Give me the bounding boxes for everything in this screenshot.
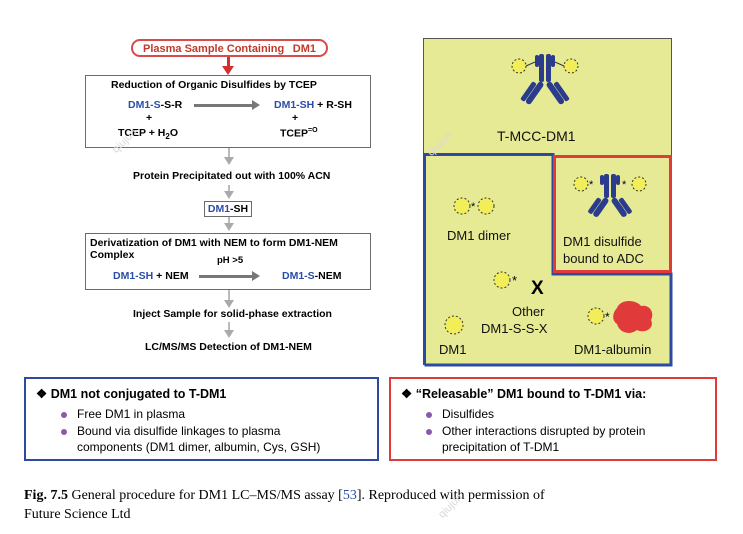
bullet-icon	[426, 411, 432, 418]
down-arrowhead-icon	[224, 300, 234, 308]
dm1-albumin-icon: *	[587, 301, 653, 333]
reaction-arrow-icon	[194, 104, 254, 107]
derivatization-title: Derivatization of DM1 with NEM to form D…	[90, 237, 338, 261]
reaction-arrow-icon	[199, 275, 254, 278]
ph-label: pH >5	[217, 255, 244, 266]
albumin-label: DM1-albumin	[574, 342, 652, 357]
reduction-title: Reduction of Organic Disulfides by TCEP	[111, 79, 317, 91]
summary-releasable: ❖ “Releasable” DM1 bound to T-DM1 via: D…	[389, 377, 717, 461]
summary-unconjugated-item: Bound via disulfide linkages to plasma	[61, 424, 280, 439]
summary-unconjugated: ❖ DM1 not conjugated to T-DM1 Free DM1 i…	[24, 377, 379, 461]
down-arrow-icon	[228, 322, 230, 331]
summary-unconjugated-title: ❖ DM1 not conjugated to T-DM1	[36, 387, 227, 401]
other-label-line2: DM1-S-S-X	[481, 321, 548, 336]
derivatization-right: DM1-S-NEM	[282, 270, 342, 282]
bullet-icon	[426, 428, 432, 435]
svg-text:*: *	[622, 179, 627, 191]
bullet-icon	[61, 428, 67, 435]
bullet-icon	[61, 411, 67, 418]
dm1-label: DM1	[439, 342, 467, 357]
dm1-dimer-icon: *	[453, 197, 495, 215]
precipitation-step: Protein Precipitated out with 100% ACN	[133, 170, 331, 182]
figure-label: Fig. 7.5	[24, 488, 68, 503]
releasable-region-outline	[553, 155, 672, 273]
dm1-sh-box: DM1-SH	[204, 201, 252, 217]
summary-unconjugated-item-cont: components (DM1 dimer, albumin, Cys, GSH…	[77, 440, 321, 454]
disulfide-bound-label-line1: DM1 disulfide	[563, 234, 642, 249]
lcms-step: LC/MS/MS Detection of DM1-NEM	[145, 341, 312, 353]
dm1-dimer-label: DM1 dimer	[447, 228, 511, 243]
down-arrow-icon	[228, 217, 230, 225]
plasma-dm1: DM1	[292, 43, 316, 55]
figure-caption: Fig. 7.5 General procedure for DM1 LC–MS…	[24, 488, 545, 503]
svg-text:*: *	[589, 179, 594, 191]
summary-releasable-title: ❖ “Releasable” DM1 bound to T-DM1 via:	[401, 387, 647, 401]
adc-disulfide-icon: * *	[573, 174, 647, 217]
summary-unconjugated-item: Free DM1 in plasma	[61, 407, 185, 422]
x-mark: X	[531, 278, 544, 299]
tcep-right: TCEP=O	[280, 127, 318, 140]
diamond-icon: ❖	[401, 387, 413, 401]
svg-text:*: *	[471, 201, 476, 213]
down-arrow-icon	[228, 148, 230, 158]
reaction-arrowhead-icon	[252, 100, 260, 110]
derivatization-step-box: Derivatization of DM1 with NEM to form D…	[85, 233, 371, 290]
summary-releasable-item-cont: precipitation of T-DM1	[442, 440, 560, 454]
down-arrow-icon	[228, 185, 230, 193]
down-arrowhead-icon	[224, 223, 234, 231]
reaction-arrowhead-icon	[252, 271, 260, 281]
summary-releasable-item: Disulfides	[426, 407, 494, 422]
disulfide-bound-label-line2: bound to ADC	[563, 251, 644, 266]
plasma-label: Plasma Sample Containing	[143, 43, 285, 55]
tcep-left: TCEP + H2O	[118, 127, 178, 142]
reduction-left-reactant: DM1-S-S-R	[128, 99, 183, 111]
derivatization-left: DM1-SH + NEM	[113, 270, 189, 282]
down-arrowhead-icon	[224, 330, 234, 338]
tmcc-label: T-MCC-DM1	[497, 128, 576, 144]
svg-text:*: *	[605, 310, 610, 324]
reduction-step-box: Reduction of Organic Disulfides by TCEP …	[85, 75, 371, 148]
figure-caption-line2: Future Science Ltd	[24, 507, 131, 522]
plus-left: +	[146, 112, 153, 124]
down-arrow-icon	[228, 290, 230, 301]
diamond-icon: ❖	[36, 387, 48, 401]
red-arrow-icon	[227, 57, 230, 68]
svg-text:*: *	[512, 273, 517, 288]
other-dm1-icon: *	[493, 271, 517, 289]
plasma-sample-box: Plasma Sample Containing DM1	[131, 39, 328, 57]
summary-releasable-item: Other interactions disrupted by protein	[426, 424, 645, 439]
plus-right: +	[292, 112, 299, 124]
reference-link[interactable]: 53	[342, 488, 357, 503]
reduction-right-product: DM1-SH + R-SH	[274, 99, 352, 111]
unconjugated-region-outline	[423, 153, 673, 367]
other-label-line1: Other	[512, 304, 545, 319]
red-arrowhead-icon	[222, 66, 234, 75]
dm1-icon	[444, 315, 464, 335]
down-arrowhead-icon	[224, 191, 234, 199]
down-arrowhead-icon	[224, 157, 234, 165]
antibody-icon	[511, 54, 579, 105]
spe-step: Inject Sample for solid-phase extraction	[133, 308, 332, 320]
